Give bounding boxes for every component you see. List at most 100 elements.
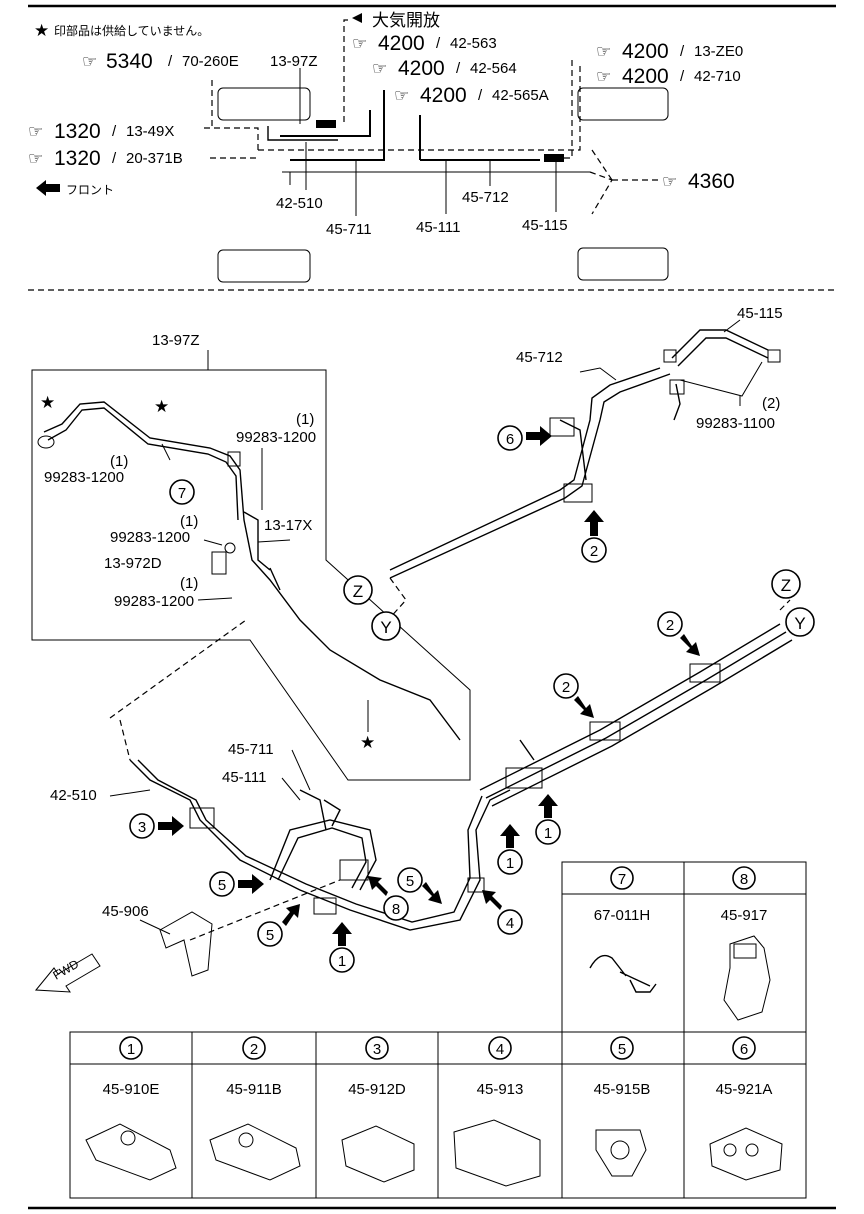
- svg-text:42-564: 42-564: [470, 60, 517, 77]
- svg-text:7: 7: [618, 871, 626, 888]
- hand-pointer-icon: ☞: [596, 67, 611, 86]
- label-45-115-main: 45-115: [737, 305, 783, 322]
- wheel-rear-right: [577, 247, 669, 281]
- svg-text:8: 8: [392, 901, 400, 918]
- callout-2-c: 2: [553, 673, 594, 718]
- label-42-510: 42-510: [276, 195, 323, 212]
- label-99283-1200-d: 99283-1200: [114, 593, 194, 610]
- star-icon: ★: [34, 21, 49, 40]
- wheel-rear-left: [217, 249, 311, 283]
- svg-text:1: 1: [338, 953, 346, 970]
- ref-5340[interactable]: ☞ 5340 / 70-260E: [82, 50, 239, 73]
- callout-8: 8: [368, 876, 409, 921]
- svg-text:42-563: 42-563: [450, 35, 497, 52]
- front-arrow-icon: [36, 180, 60, 196]
- svg-text:FWD: FWD: [51, 957, 82, 983]
- svg-text:45-912D: 45-912D: [348, 1081, 406, 1098]
- clip-45-921a-icon: [709, 1127, 783, 1181]
- parts-cell-8: 8 45-917: [721, 866, 771, 1021]
- svg-text:1320: 1320: [54, 120, 101, 143]
- svg-text:42-710: 42-710: [694, 68, 741, 85]
- svg-text:6: 6: [506, 431, 514, 448]
- svg-text:1: 1: [544, 825, 552, 842]
- hand-pointer-icon: ☞: [662, 172, 677, 191]
- svg-text:8: 8: [740, 871, 748, 888]
- hand-pointer-icon: ☞: [394, 86, 409, 105]
- label-99283-1200-c: 99283-1200: [110, 529, 190, 546]
- label-13-97z: 13-97Z: [270, 53, 318, 70]
- ref-1320-a[interactable]: ☞ 1320 / 13-49X: [28, 120, 174, 143]
- svg-text:4360: 4360: [688, 170, 735, 193]
- svg-text:/: /: [168, 53, 173, 70]
- svg-text:5: 5: [218, 877, 226, 894]
- hand-pointer-icon: ☞: [82, 52, 97, 71]
- ref-4360[interactable]: ☞ 4360: [662, 170, 735, 193]
- svg-text:3: 3: [138, 819, 146, 836]
- ref-4200-b[interactable]: ☞ 4200 / 42-564: [372, 57, 517, 80]
- label-qty1-d: (1): [180, 575, 198, 592]
- hand-pointer-icon: ☞: [352, 34, 367, 53]
- callout-1-a: 1: [535, 794, 561, 845]
- clip-45-921a-mount: [549, 417, 575, 437]
- svg-text:2: 2: [590, 543, 598, 560]
- clip-45-911b-icon: [209, 1123, 301, 1181]
- label-99283-1200-a: 99283-1200: [236, 429, 316, 446]
- svg-text:4200: 4200: [378, 32, 425, 55]
- callout-3: 3: [129, 813, 184, 839]
- ref-4200-c[interactable]: ☞ 4200 / 42-565A: [394, 84, 549, 107]
- svg-text:/: /: [436, 35, 441, 52]
- label-99283-1200-b: 99283-1200: [44, 469, 124, 486]
- ref-1320-b[interactable]: ☞ 1320 / 20-371B: [28, 147, 183, 170]
- svg-text:4: 4: [506, 915, 514, 932]
- svg-text:Z: Z: [353, 582, 363, 601]
- marker-y-left: Y: [371, 611, 401, 641]
- svg-text:5: 5: [406, 873, 414, 890]
- svg-text:5340: 5340: [106, 50, 153, 73]
- hand-pointer-icon: ☞: [596, 42, 611, 61]
- marker-z-right: Z: [771, 569, 801, 599]
- clip-45-917-mount: [339, 859, 369, 881]
- callout-2-b: 2: [657, 611, 700, 656]
- callout-5-b: 5: [257, 904, 300, 947]
- label-13-972d: 13-972D: [104, 555, 162, 572]
- parts-cell-6: 6 45-921A: [709, 1036, 783, 1181]
- svg-text:42-565A: 42-565A: [492, 87, 549, 104]
- svg-text:/: /: [680, 43, 685, 60]
- ref-4200-a[interactable]: ☞ 4200 / 42-563: [352, 32, 497, 55]
- marker-y-right: Y: [785, 607, 815, 637]
- svg-text:/: /: [680, 68, 685, 85]
- clip-45-911b-mount-b: [689, 663, 721, 683]
- label-45-712: 45-712: [462, 189, 509, 206]
- label-45-906: 45-906: [102, 903, 149, 920]
- callout-2-a: 2: [581, 510, 607, 563]
- clip-45-911b-mount-c: [589, 721, 621, 741]
- svg-text:13-ZE0: 13-ZE0: [694, 43, 743, 60]
- ref-4200-d[interactable]: ☞ 4200 / 13-ZE0: [596, 40, 743, 63]
- callout-1-c: 1: [329, 922, 355, 973]
- clip-67-011h-icon: [589, 954, 657, 993]
- svg-text:13-49X: 13-49X: [126, 123, 174, 140]
- label-45-711: 45-711: [326, 221, 372, 238]
- svg-text:45-913: 45-913: [477, 1081, 524, 1098]
- svg-text:45-910E: 45-910E: [103, 1081, 160, 1098]
- svg-text:/: /: [478, 87, 483, 104]
- front-label: フロント: [66, 183, 114, 197]
- label-45-115: 45-115: [522, 217, 568, 234]
- label-99283-1100: 99283-1100: [696, 415, 775, 432]
- parts-cell-1: 1 45-910E: [85, 1036, 177, 1181]
- callout-6: 6: [497, 425, 552, 451]
- clip-45-913-icon: [453, 1119, 541, 1187]
- svg-text:/: /: [112, 123, 117, 140]
- svg-text:4200: 4200: [420, 84, 467, 107]
- callout-5-c: 5: [397, 867, 442, 904]
- callout-4: 4: [482, 890, 523, 935]
- filter-right: [544, 154, 564, 162]
- svg-text:5: 5: [618, 1041, 626, 1058]
- parts-cell-2: 2 45-911B: [209, 1036, 301, 1181]
- ref-4200-e[interactable]: ☞ 4200 / 42-710: [596, 65, 741, 88]
- label-45-111: 45-111: [416, 219, 460, 236]
- svg-text:45-917: 45-917: [721, 907, 768, 924]
- parts-table-bottom: 1 45-910E 2 45-911B 3 45-912D 4 45-913 5: [69, 1031, 807, 1199]
- clip-45-912d-mount: [189, 807, 215, 829]
